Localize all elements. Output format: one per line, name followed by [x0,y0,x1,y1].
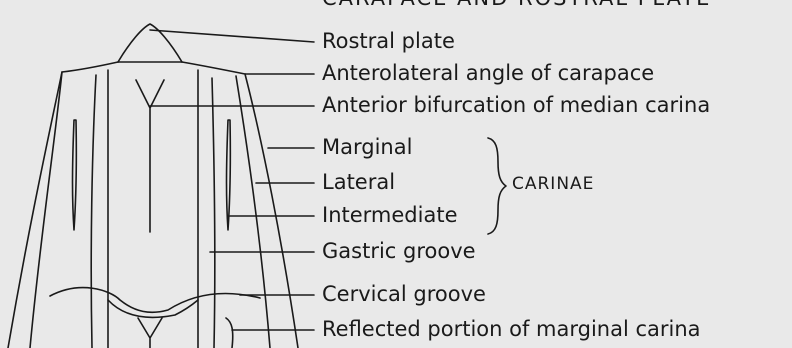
median-carina-y [136,80,164,232]
carinae-brace [488,138,506,234]
label-intermediate: Intermediate [322,205,458,226]
posterior-y [138,318,162,348]
label-rostral-plate: Rostral plate [322,31,455,52]
label-gastric-groove: Gastric groove [322,241,476,262]
left-intermediate-carina [73,120,77,230]
reflected-portion [226,318,233,348]
label-cervical-groove: Cervical groove [322,284,486,305]
label-marginal: Marginal [322,137,412,158]
leader-lines [150,30,314,330]
label-anterior-bifurcation: Anterior bifurcation of median carina [322,95,710,116]
label-lateral: Lateral [322,172,395,193]
right-inner-edge [212,78,215,348]
carapace-left-outline [8,62,118,348]
left-marginal-carina [30,72,62,348]
label-reflected-portion: Reflected portion of marginal carina [322,319,701,340]
right-intermediate-carina [227,120,231,230]
label-anterolateral-angle: Anterolateral angle of carapace [322,63,654,84]
figure-heading: CARAPACE AND ROSTRAL PLATE [322,0,711,9]
label-carinae-group: CARINAE [512,176,594,193]
right-marginal-carina [236,76,270,348]
cervical-groove [50,288,260,313]
cervical-groove-lower [108,300,198,317]
leader-rostral-plate [150,30,314,42]
left-inner-edge [91,75,96,348]
